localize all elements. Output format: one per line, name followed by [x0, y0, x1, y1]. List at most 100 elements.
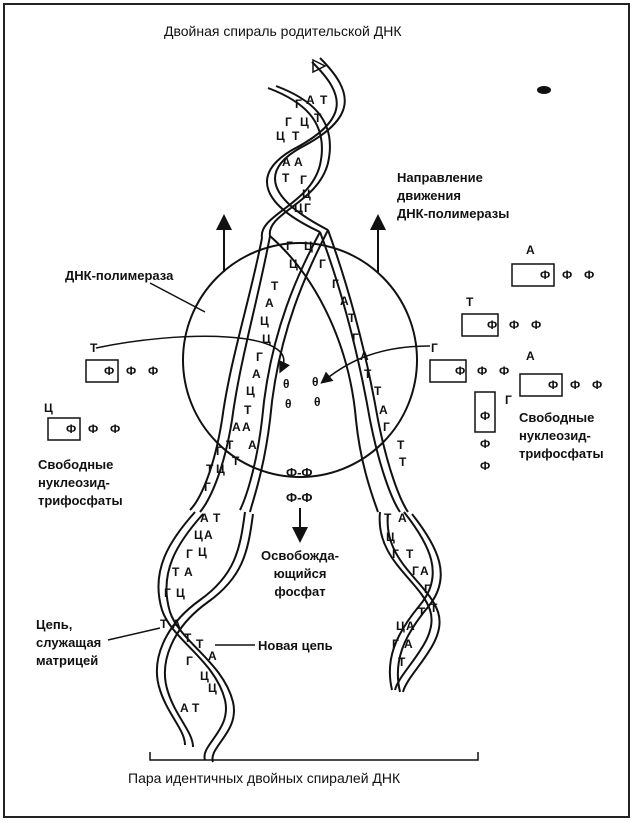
- free-left-label-1: Свободные: [38, 457, 114, 472]
- base-letter: Г: [256, 350, 263, 364]
- base-letter: Т: [348, 311, 356, 325]
- polymerase-pointer: [149, 282, 206, 313]
- template-label-3: матрицей: [36, 653, 99, 668]
- base-letter: Ц: [260, 314, 269, 328]
- phosphate-letter: Ф: [480, 437, 490, 451]
- base-letter: Г: [332, 277, 339, 291]
- base-letter: А: [252, 367, 261, 381]
- phosphate-letter: Ф: [104, 364, 114, 378]
- base-letter: Т: [244, 403, 252, 417]
- direction-label-3: ДНК-полимеразы: [397, 206, 510, 221]
- ink-spot: [537, 86, 551, 94]
- bottom-caption: Пара идентичных двойных спиралей ДНК: [128, 770, 401, 786]
- base-letter: Г: [392, 547, 399, 561]
- base-letter: А: [526, 349, 535, 363]
- base-letter: Ц: [246, 384, 255, 398]
- base-letter: Г: [164, 586, 171, 600]
- base-letter: Т: [397, 438, 405, 452]
- base-letter: Ц: [302, 187, 311, 201]
- base-letter: А: [398, 511, 407, 525]
- figure-frame: [3, 3, 630, 818]
- base-letter: Т: [160, 617, 168, 631]
- base-letter: А: [232, 420, 241, 434]
- base-letter: Г: [286, 239, 293, 253]
- base-letter: Т: [196, 637, 204, 651]
- base-letter: Ц: [276, 129, 285, 143]
- base-letter: Г: [216, 444, 223, 458]
- parent-helix: [260, 57, 346, 239]
- base-letter: Т: [406, 547, 414, 561]
- base-letter: А: [379, 403, 388, 417]
- base-letter: Ц: [294, 201, 303, 215]
- base-letter: Т: [90, 341, 98, 355]
- free-left-label-2: нуклеозид-: [38, 475, 110, 490]
- phosphate-pair-2: Ф-Ф: [286, 490, 313, 505]
- base-letter: Т: [314, 111, 322, 125]
- base-letter: Ц: [300, 115, 309, 129]
- free-nucleotides: [47, 263, 563, 441]
- base-letter: Г: [431, 341, 438, 355]
- released-label-3: фосфат: [274, 584, 326, 599]
- phosphate-letter: Ф: [148, 364, 158, 378]
- base-letter: Ц: [216, 462, 225, 476]
- polymerase-label: ДНК-полимераза: [65, 268, 174, 283]
- base-letter: А: [306, 93, 315, 107]
- phosphate-letter: Ф: [540, 268, 550, 282]
- base-letter: А: [420, 564, 429, 578]
- phosphate-letter: Ф: [584, 268, 594, 282]
- base-letter: Т: [184, 631, 192, 645]
- base-letter: Т: [226, 438, 234, 452]
- base-letter: А: [180, 701, 189, 715]
- ion-symbol: θ: [314, 395, 321, 409]
- template-label-2: служащая: [36, 635, 102, 650]
- base-letter: А: [282, 155, 291, 169]
- phosphate-letter: Ф: [126, 364, 136, 378]
- base-letter: Г: [383, 420, 390, 434]
- base-letter: А: [404, 637, 413, 651]
- base-letter: Т: [282, 171, 290, 185]
- base-letter: А: [204, 528, 213, 542]
- base-letter: Ц: [194, 528, 203, 542]
- base-letter: А: [340, 294, 349, 308]
- base-letter: Т: [232, 454, 240, 468]
- phosphate-letter: Ф: [570, 378, 580, 392]
- direction-label-1: Направление: [397, 170, 483, 185]
- base-letter: А: [184, 565, 193, 579]
- ion-symbol: θ: [312, 375, 319, 389]
- phosphate-letter: Ф: [477, 364, 487, 378]
- base-letter: А: [208, 649, 217, 663]
- released-label-2: ющийся: [273, 566, 327, 581]
- base-letter: Т: [399, 455, 407, 469]
- base-letter: А: [526, 243, 535, 257]
- base-letter: Г: [295, 97, 302, 111]
- base-letter: Т: [271, 279, 279, 293]
- base-letter: Г: [186, 547, 193, 561]
- phosphate-letter: Ф: [110, 422, 120, 436]
- base-letter: Г: [300, 173, 307, 187]
- base-letter: А: [294, 155, 303, 169]
- base-letter: А: [265, 296, 274, 310]
- base-letter: Ц: [304, 239, 313, 253]
- base-letter: Г: [186, 654, 193, 668]
- base-letter: А: [406, 619, 415, 633]
- left-daughter-helix: [155, 511, 254, 763]
- base-letter: Т: [384, 511, 392, 525]
- base-letter: Ц: [198, 545, 207, 559]
- base-letter: Ц: [44, 401, 53, 415]
- polymerase-circle: [182, 242, 418, 478]
- incoming-arrow-left: [95, 335, 290, 374]
- phosphate-letter: Ф: [562, 268, 572, 282]
- base-letter: А: [200, 511, 209, 525]
- base-letter: Т: [430, 601, 438, 615]
- base-letter: Т: [206, 462, 214, 476]
- base-letter: Г: [319, 257, 326, 271]
- free-right-label-2: нуклеозид-: [519, 428, 591, 443]
- bottom-bracket: [149, 752, 479, 761]
- free-right-label-1: Свободные: [519, 410, 595, 425]
- phosphate-letter: Ф: [509, 318, 519, 332]
- free-left-label-3: трифосфаты: [38, 493, 123, 508]
